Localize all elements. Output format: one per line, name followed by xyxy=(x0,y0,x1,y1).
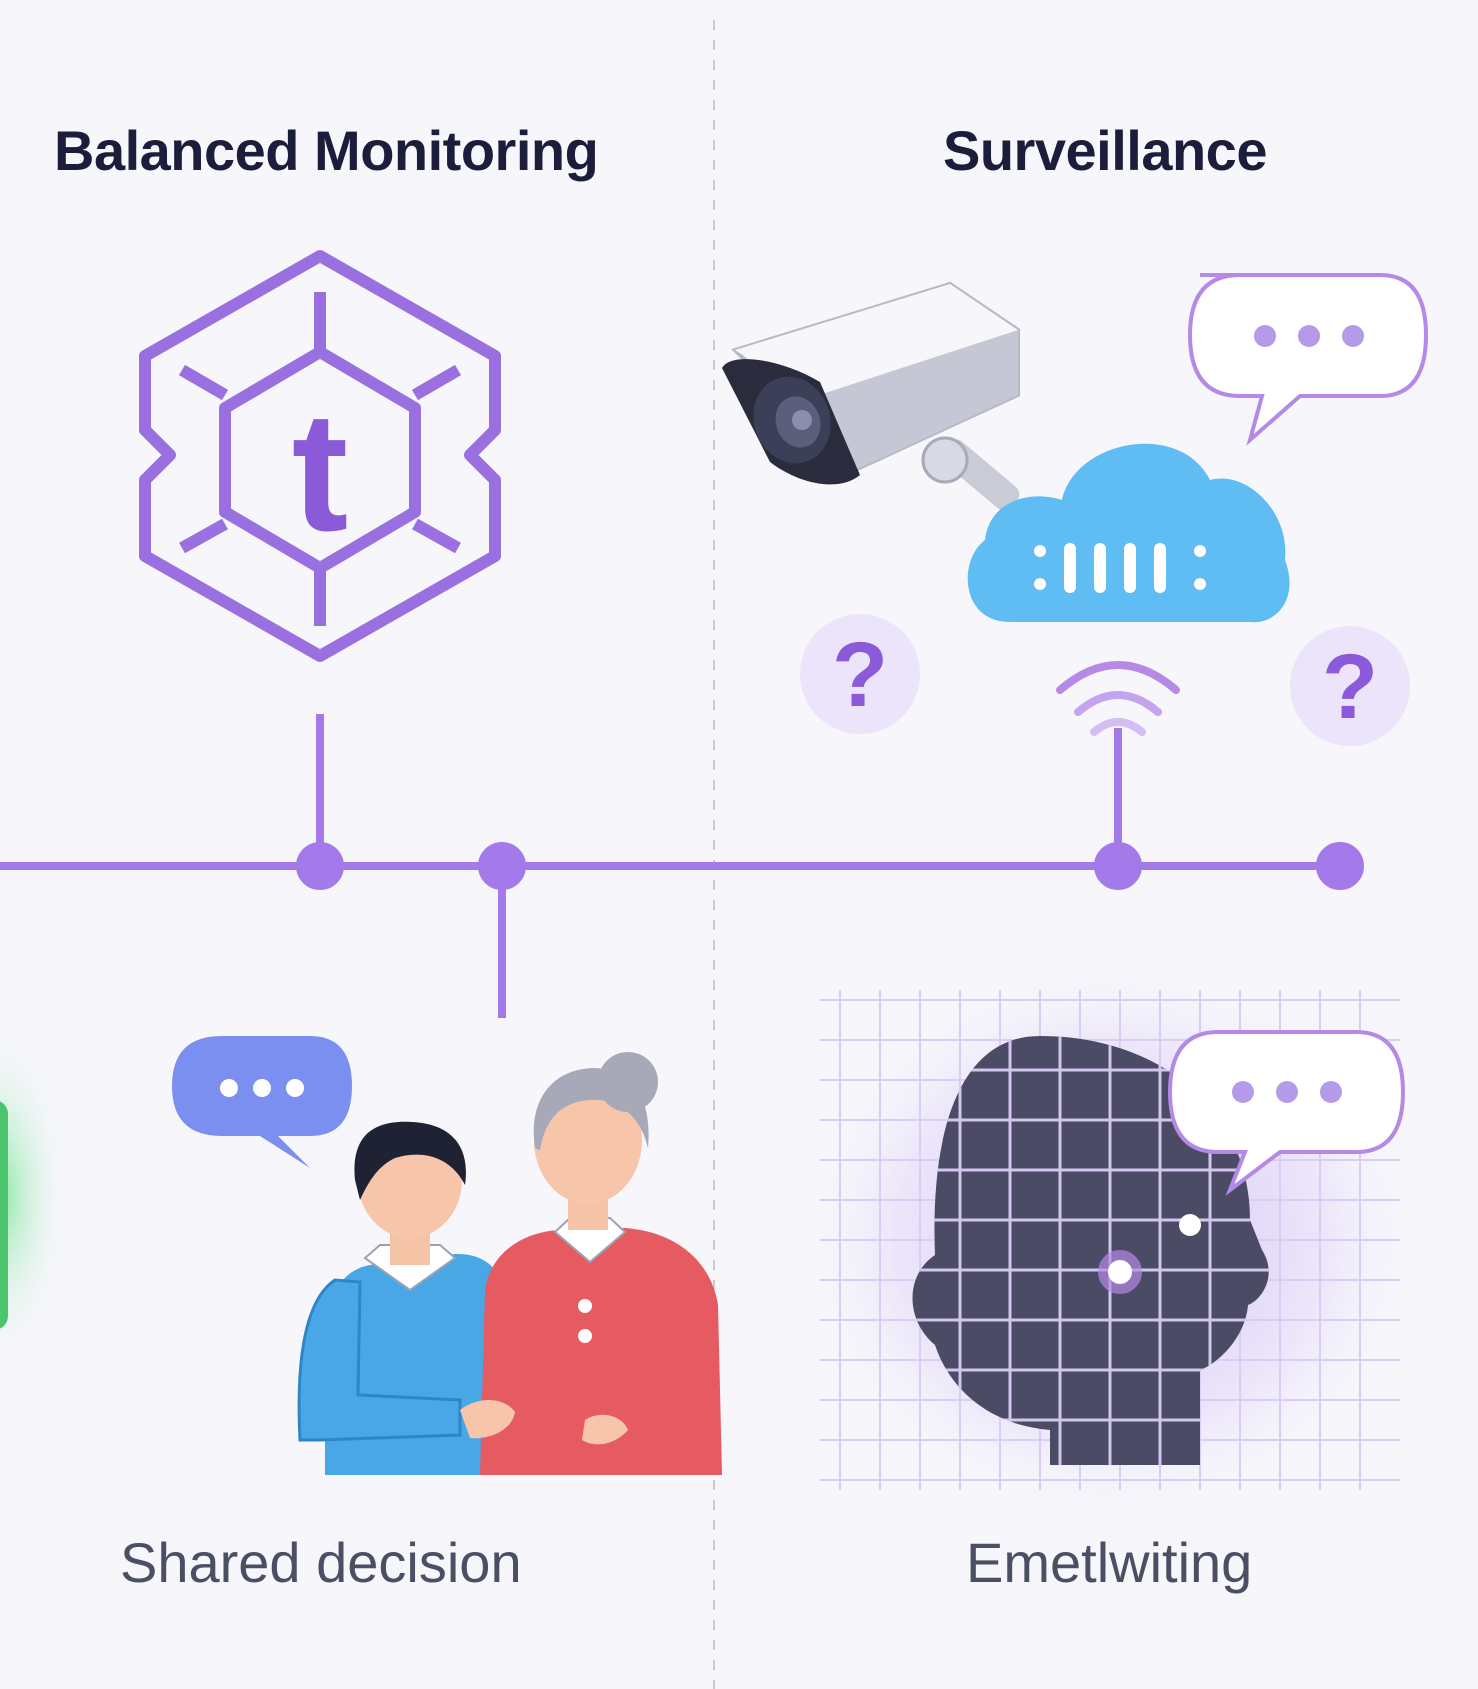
speech-bubble-icon xyxy=(1167,1030,1406,1196)
timeline xyxy=(0,714,1364,1018)
question-icon: ? xyxy=(800,614,920,734)
people-icon xyxy=(172,1036,722,1475)
hex-logo-letter: t xyxy=(292,377,349,567)
speech-bubble-icon xyxy=(1187,273,1429,446)
timeline-node xyxy=(478,842,526,890)
svg-text:?: ? xyxy=(1322,636,1378,738)
timeline-node xyxy=(1094,842,1142,890)
timeline-node xyxy=(1316,842,1364,890)
head-grid-icon xyxy=(800,960,1420,1520)
wifi-icon xyxy=(1056,661,1180,736)
cloud-icon xyxy=(967,443,1290,623)
speech-bubble-icon xyxy=(172,1036,352,1168)
hexagon-logo-icon xyxy=(139,250,501,662)
left-panel-caption: Shared decision xyxy=(120,1531,522,1594)
left-panel-title: Balanced Monitoring xyxy=(54,119,599,182)
camera-icon xyxy=(722,281,1020,511)
question-icon: ? xyxy=(1290,626,1410,746)
svg-text:?: ? xyxy=(832,624,888,726)
right-panel-title: Surveillance xyxy=(943,119,1267,182)
right-panel-caption: Emetlwiting xyxy=(966,1531,1253,1594)
green-glow-shape xyxy=(0,1025,70,1365)
timeline-node xyxy=(296,842,344,890)
